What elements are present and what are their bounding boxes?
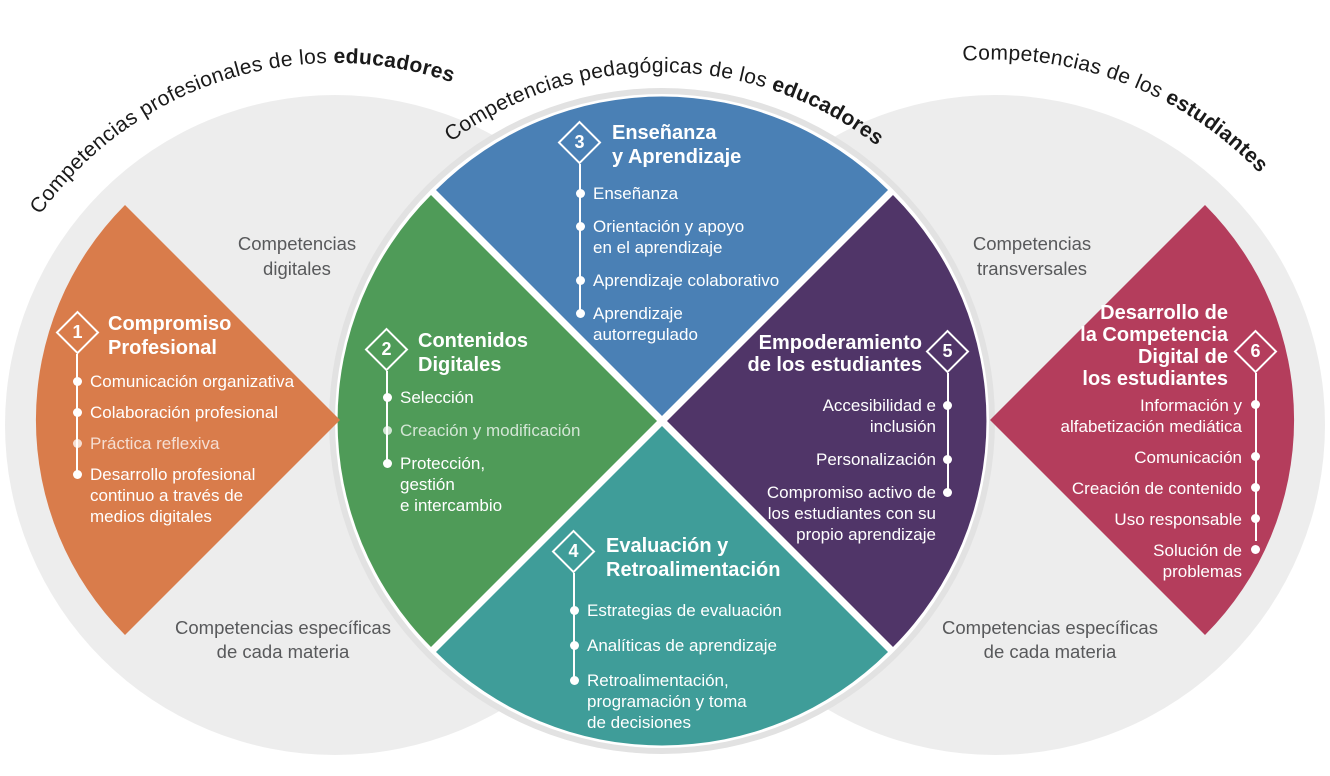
competence-item: Información y alfabetización mediática [1027, 395, 1260, 437]
competence-item: Comunicación organizativa [73, 371, 335, 392]
label-competencias-especificas-right: Competencias específicas de cada materia [942, 617, 1158, 662]
competence-item: Comunicación [1027, 447, 1260, 468]
area-number: 3 [574, 132, 585, 152]
competence-item: Enseñanza [576, 183, 823, 204]
competence-item: Práctica reflexiva [73, 433, 335, 454]
competence-item: Orientación y apoyo en el aprendizaje [576, 216, 823, 258]
area-title-4: Evaluación y Retroalimentación [606, 535, 781, 581]
wedge-ensenanza-aprendizaje [436, 96, 888, 416]
area-number: 2 [381, 339, 392, 359]
competence-item: Personalización [726, 449, 952, 470]
area-number: 6 [1250, 341, 1261, 361]
area-number: 5 [942, 341, 953, 361]
area-title-5: Empoderamiento de los estudiantes [747, 332, 923, 376]
area-number: 1 [72, 322, 83, 342]
curved-title-bold: educadores [327, 45, 458, 87]
connector-line [573, 573, 575, 680]
wedge-empoderamiento [667, 195, 987, 647]
area-title-3: Enseñanza y Aprendizaje [612, 122, 742, 168]
competence-item: Creación y modificación [383, 420, 635, 441]
competence-item: Aprendizaje autorregulado [576, 303, 823, 345]
connector-line [947, 373, 949, 490]
competence-item: Colaboración profesional [73, 402, 335, 423]
area-title-6: Desarrollo de la Competencia Digital de … [1080, 302, 1228, 390]
curved-title-regular: Competencias de los [962, 42, 1167, 103]
wedge-compromiso-profesional [35, 205, 341, 635]
center-circle-outline [335, 94, 989, 748]
competence-item: Uso responsable [1027, 509, 1260, 530]
connector-line [386, 371, 388, 463]
connector-line [579, 164, 581, 313]
wedge-competencia-digital-estudiantes [990, 205, 1295, 635]
competence-item: Selección [383, 387, 635, 408]
competence-item: Compromiso activo de los estudiantes con… [726, 482, 952, 545]
competence-item: Creación de contenido [1027, 478, 1260, 499]
wedge-evaluacion [436, 426, 888, 746]
competence-item: Desarrollo profesional continuo a través… [73, 464, 335, 527]
competence-item: Retroalimentación, programación y toma d… [570, 670, 822, 733]
label-competencias-transversales: Competencias transversales [972, 233, 1092, 279]
competence-item: Solución de problemas [1027, 540, 1260, 582]
competence-item: Accesibilidad e inclusión [726, 395, 952, 437]
label-competencias-especificas-left: Competencias específicas de cada materia [175, 617, 391, 662]
competence-item: Protección, gestión e intercambio [383, 453, 635, 516]
competence-item: Estrategias de evaluación [570, 600, 822, 621]
competence-item: Analíticas de aprendizaje [570, 635, 822, 656]
area-title-1: Compromiso Profesional [108, 313, 232, 359]
area-title-2: Contenidos Digitales [418, 330, 528, 376]
label-competencias-digitales: Competencias digitales [237, 233, 357, 279]
competence-item: Aprendizaje colaborativo [576, 270, 823, 291]
area-number: 4 [568, 541, 579, 561]
wedge-contenidos-digitales [337, 195, 657, 647]
